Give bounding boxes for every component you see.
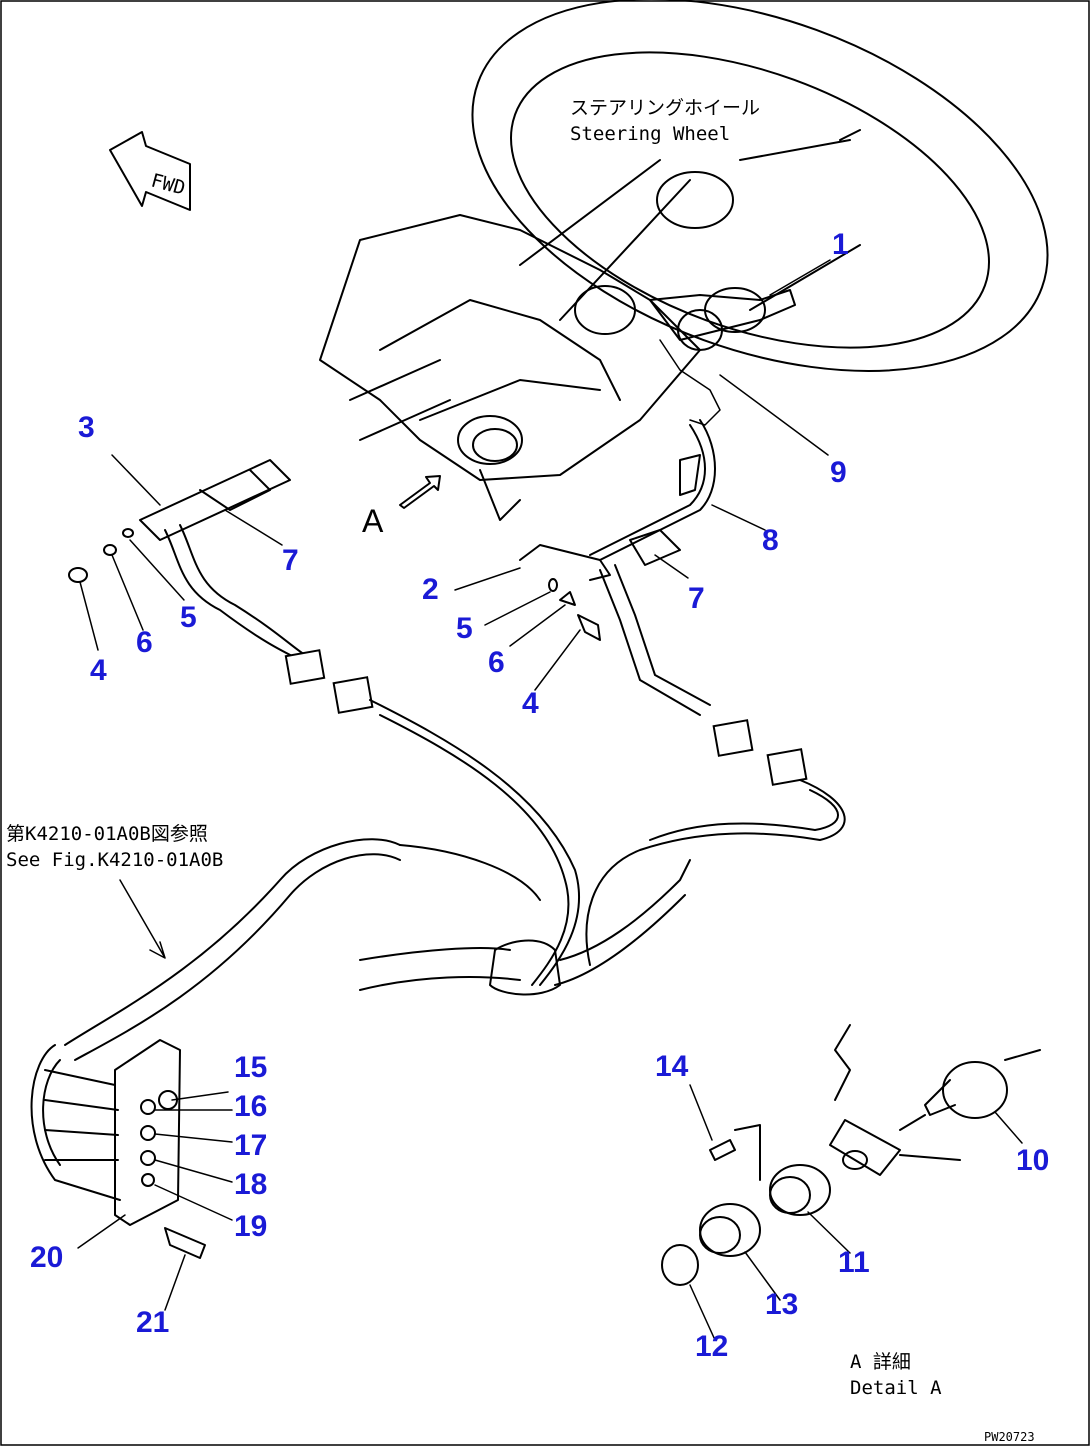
fwd-arrow-icon (109, 131, 191, 211)
callout-4-left: 4 (90, 654, 107, 687)
callout-8: 8 (762, 524, 779, 557)
right-harness (519, 419, 808, 786)
fuse-bracket (30, 1039, 206, 1259)
callout-10: 10 (1016, 1144, 1049, 1177)
combination-switch (649, 289, 796, 426)
callout-17: 17 (234, 1129, 267, 1162)
callout-4-right: 4 (522, 687, 539, 720)
callout-19: 19 (234, 1210, 267, 1243)
hardware-left (68, 528, 134, 583)
steering-wheel-label-jp: ステアリングホイール (570, 97, 760, 119)
detail-a-assembly (661, 1024, 1041, 1286)
view-a-label: A (362, 503, 384, 539)
callout-7-left: 7 (282, 544, 299, 577)
callout-16: 16 (234, 1090, 267, 1123)
callout-3: 3 (78, 411, 95, 444)
callout-20: 20 (30, 1241, 63, 1274)
callout-1: 1 (832, 228, 849, 261)
callout-5-right: 5 (456, 612, 473, 645)
callout-11: 11 (838, 1246, 870, 1279)
callout-13: 13 (765, 1288, 798, 1321)
callout-18: 18 (234, 1168, 267, 1201)
callout-2: 2 (422, 573, 439, 606)
callout-7-right: 7 (688, 582, 705, 615)
callout-6-right: 6 (488, 646, 505, 679)
callout-6-left: 6 (136, 626, 153, 659)
callout-9: 9 (830, 456, 847, 489)
view-a-arrow-icon (399, 475, 441, 509)
steering-wheel-label-en: Steering Wheel (570, 123, 730, 145)
callout-14: 14 (655, 1050, 689, 1083)
leader-lines (77, 259, 1023, 1341)
callout-5-left: 5 (180, 601, 197, 634)
callout-21: 21 (136, 1306, 169, 1339)
left-harness (139, 459, 374, 714)
callout-numbers: 1 2 3 4 4 5 5 6 6 7 7 8 9 10 11 12 13 14… (30, 228, 1049, 1363)
callout-15: 15 (234, 1051, 267, 1084)
hardware-right (548, 578, 601, 641)
callout-12: 12 (695, 1330, 728, 1363)
drawing-code: PW20723 (984, 1430, 1035, 1444)
see-fig-label-jp: 第K4210-01A0B図参照 (6, 823, 208, 845)
main-harness (64, 699, 846, 1061)
see-fig-label-en: See Fig.K4210-01A0B (6, 849, 223, 871)
detail-a-label-jp: A 詳細 (850, 1351, 911, 1373)
detail-a-label-en: Detail A (850, 1377, 942, 1399)
steering-wheel (471, 0, 1049, 372)
